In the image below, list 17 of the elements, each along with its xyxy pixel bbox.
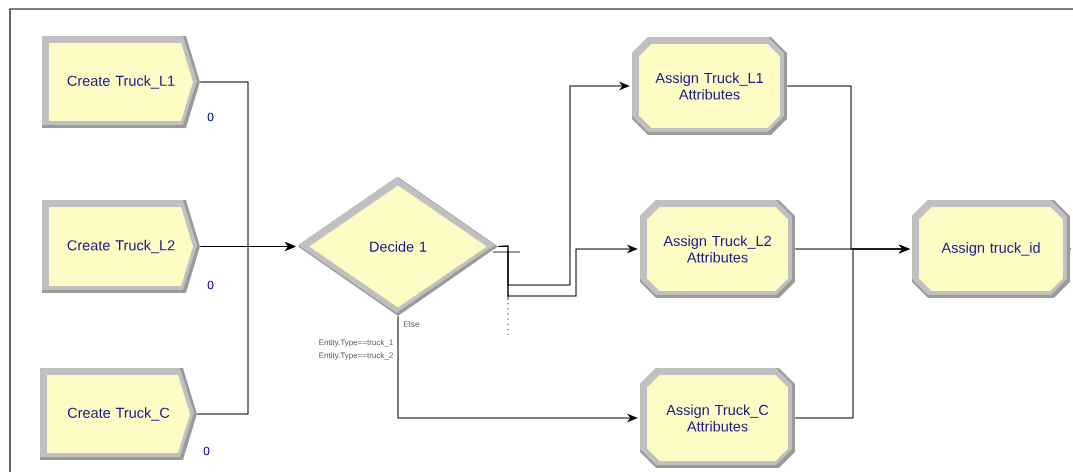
connector [497,245,637,297]
assign-block: Assign Truck_L1 Attributes [632,37,787,135]
edge-label: Else [403,320,420,328]
create-block: Create Truck_L2 [42,200,200,293]
assign-block: Assign truck_id [912,200,1070,298]
create-block: Create Truck_C [40,368,197,460]
connector [397,315,637,422]
counter: 0 [207,112,214,122]
connector [794,245,909,419]
counter: 0 [207,280,214,290]
create-block: Create Truck_L1 [42,36,200,128]
condition-label: Entity.Type==truck_2 [319,352,393,360]
assign-block: Assign Truck_C Attributes [640,368,795,468]
condition-label: Entity.Type==truck_1 [319,339,393,347]
assign-block: Assign Truck_L2 Attributes [640,200,795,298]
connector [196,242,295,415]
counter: 0 [203,446,210,456]
